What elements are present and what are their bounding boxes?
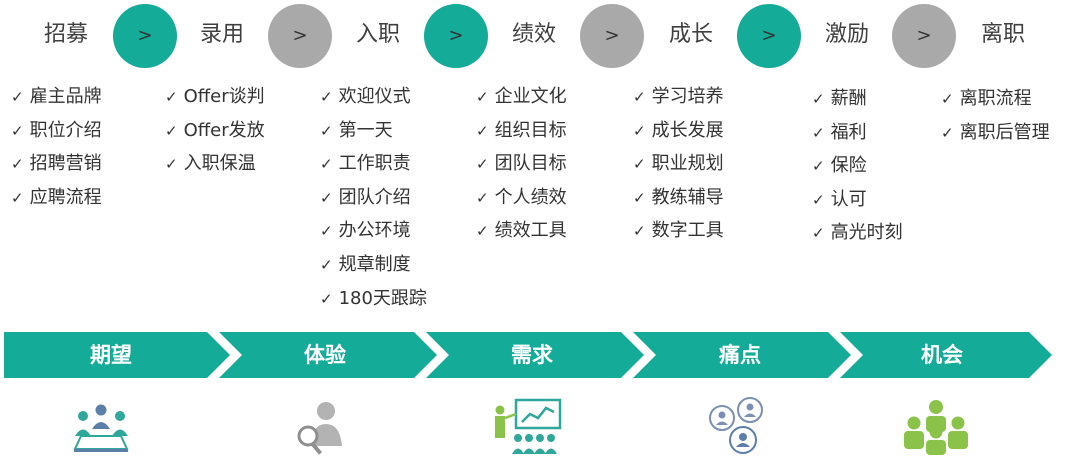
- check-icon: ✓: [11, 188, 24, 207]
- stage-label-recruit: 招募: [43, 22, 88, 47]
- phase-chevron: [426, 332, 644, 378]
- list-item: ✓Offer发放: [165, 119, 265, 141]
- check-icon: ✓: [320, 88, 333, 106]
- list-item: ✓离职后管理: [941, 121, 1050, 143]
- list-item: ✓组织目标: [476, 119, 567, 141]
- phase-chevron: [4, 332, 230, 378]
- check-icon: ✓: [941, 90, 954, 108]
- network-people-icon: [709, 397, 763, 454]
- list-item: ✓高光时刻: [812, 222, 903, 244]
- stage-items-performance: ✓企业文化 ✓组织目标 ✓团队目标 ✓个人绩效 ✓绩效工具: [476, 84, 567, 252]
- list-item: ✓Offer谈判: [165, 86, 265, 107]
- list-item: ✓办公环境: [320, 220, 411, 242]
- list-item: ✓欢迎仪式: [320, 86, 411, 107]
- check-icon: ✓: [165, 155, 178, 174]
- check-icon: ✓: [11, 88, 24, 106]
- check-icon: ✓: [812, 123, 825, 142]
- list-item: ✓职业规划: [633, 153, 724, 175]
- stage-connector: >: [580, 4, 644, 68]
- check-icon: ✓: [165, 88, 178, 106]
- check-icon: ✓: [812, 190, 825, 209]
- stage-connector: >: [268, 4, 332, 68]
- stage-items-incentive: ✓薪酬 ✓福利 ✓保险 ✓认可 ✓高光时刻: [812, 86, 903, 254]
- list-item: ✓团队目标: [476, 153, 567, 175]
- check-icon: ✓: [633, 155, 646, 174]
- list-item: ✓学习培养: [633, 86, 724, 107]
- phase-chevron-band: [4, 332, 1052, 378]
- stage-label-hire: 录用: [199, 22, 244, 47]
- list-item: ✓招聘营销: [11, 153, 102, 175]
- check-icon: ✓: [476, 121, 489, 140]
- check-icon: ✓: [633, 188, 646, 207]
- phase-label-needs: 需求: [511, 343, 553, 367]
- check-icon: ✓: [320, 289, 333, 308]
- group-people-icon: [904, 400, 968, 455]
- check-icon: ✓: [476, 188, 489, 207]
- list-item: ✓离职流程: [941, 88, 1032, 109]
- list-item: ✓数字工具: [633, 220, 724, 242]
- check-icon: ✓: [320, 188, 333, 207]
- stage-items-hire: ✓Offer谈判 ✓Offer发放 ✓入职保温: [165, 84, 265, 185]
- presentation-audience-icon: [495, 398, 562, 454]
- list-item: ✓薪酬: [812, 88, 867, 109]
- stage-label-leave: 离职: [980, 22, 1025, 47]
- check-icon: ✓: [812, 90, 825, 108]
- list-item: ✓职位介绍: [11, 119, 102, 141]
- check-icon: ✓: [165, 121, 178, 140]
- check-icon: ✓: [476, 222, 489, 241]
- phase-label-experience: 体验: [304, 343, 346, 367]
- phase-chevron: [633, 332, 851, 378]
- check-icon: ✓: [11, 121, 24, 140]
- check-icon: ✓: [320, 255, 333, 274]
- list-item: ✓认可: [812, 188, 867, 210]
- check-icon: ✓: [633, 121, 646, 140]
- list-item: ✓180天跟踪: [320, 287, 427, 309]
- list-item: ✓成长发展: [633, 119, 724, 141]
- check-icon: ✓: [941, 123, 954, 142]
- phase-chevron: [219, 332, 437, 378]
- list-item: ✓入职保温: [165, 153, 256, 175]
- check-icon: ✓: [476, 155, 489, 174]
- list-item: ✓企业文化: [476, 86, 567, 107]
- check-icon: ✓: [320, 121, 333, 140]
- meeting-people-icon: [73, 404, 129, 452]
- stage-connector: >: [892, 4, 956, 68]
- list-item: ✓团队介绍: [320, 186, 411, 208]
- check-icon: ✓: [633, 222, 646, 241]
- list-item: ✓规章制度: [320, 253, 411, 275]
- magnifier-person-icon: [297, 402, 342, 455]
- check-icon: ✓: [812, 157, 825, 176]
- phase-label-opportunity: 机会: [921, 343, 963, 367]
- stage-connector: >: [424, 4, 488, 68]
- list-item: ✓教练辅导: [633, 186, 724, 208]
- list-item: ✓个人绩效: [476, 186, 567, 208]
- stage-items-onboard: ✓欢迎仪式 ✓第一天 ✓工作职责 ✓团队介绍 ✓办公环境 ✓规章制度 ✓180天…: [320, 84, 427, 319]
- stage-items-growth: ✓学习培养 ✓成长发展 ✓职业规划 ✓教练辅导 ✓数字工具: [633, 84, 724, 252]
- stage-connector: >: [113, 4, 177, 68]
- list-item: ✓雇主品牌: [11, 86, 102, 107]
- list-item: ✓应聘流程: [11, 186, 102, 208]
- list-item: ✓福利: [812, 121, 867, 143]
- stage-label-onboard: 入职: [355, 22, 400, 47]
- stage-items-leave: ✓离职流程 ✓离职后管理: [941, 86, 1050, 153]
- phase-label-expectation: 期望: [90, 343, 132, 367]
- list-item: ✓绩效工具: [476, 220, 567, 242]
- stage-label-performance: 绩效: [511, 22, 556, 47]
- check-icon: ✓: [633, 88, 646, 106]
- check-icon: ✓: [476, 88, 489, 106]
- check-icon: ✓: [812, 224, 825, 243]
- phase-chevron: [840, 332, 1052, 378]
- stage-label-incentive: 激励: [824, 22, 869, 47]
- stage-items-recruit: ✓雇主品牌 ✓职位介绍 ✓招聘营销 ✓应聘流程: [11, 84, 102, 218]
- phase-label-painpoints: 痛点: [719, 343, 761, 367]
- stage-label-growth: 成长: [668, 22, 713, 47]
- list-item: ✓工作职责: [320, 153, 411, 175]
- list-item: ✓保险: [812, 155, 867, 177]
- list-item: ✓第一天: [320, 119, 393, 141]
- check-icon: ✓: [320, 155, 333, 174]
- check-icon: ✓: [320, 222, 333, 241]
- stage-connector: >: [737, 4, 801, 68]
- check-icon: ✓: [11, 155, 24, 174]
